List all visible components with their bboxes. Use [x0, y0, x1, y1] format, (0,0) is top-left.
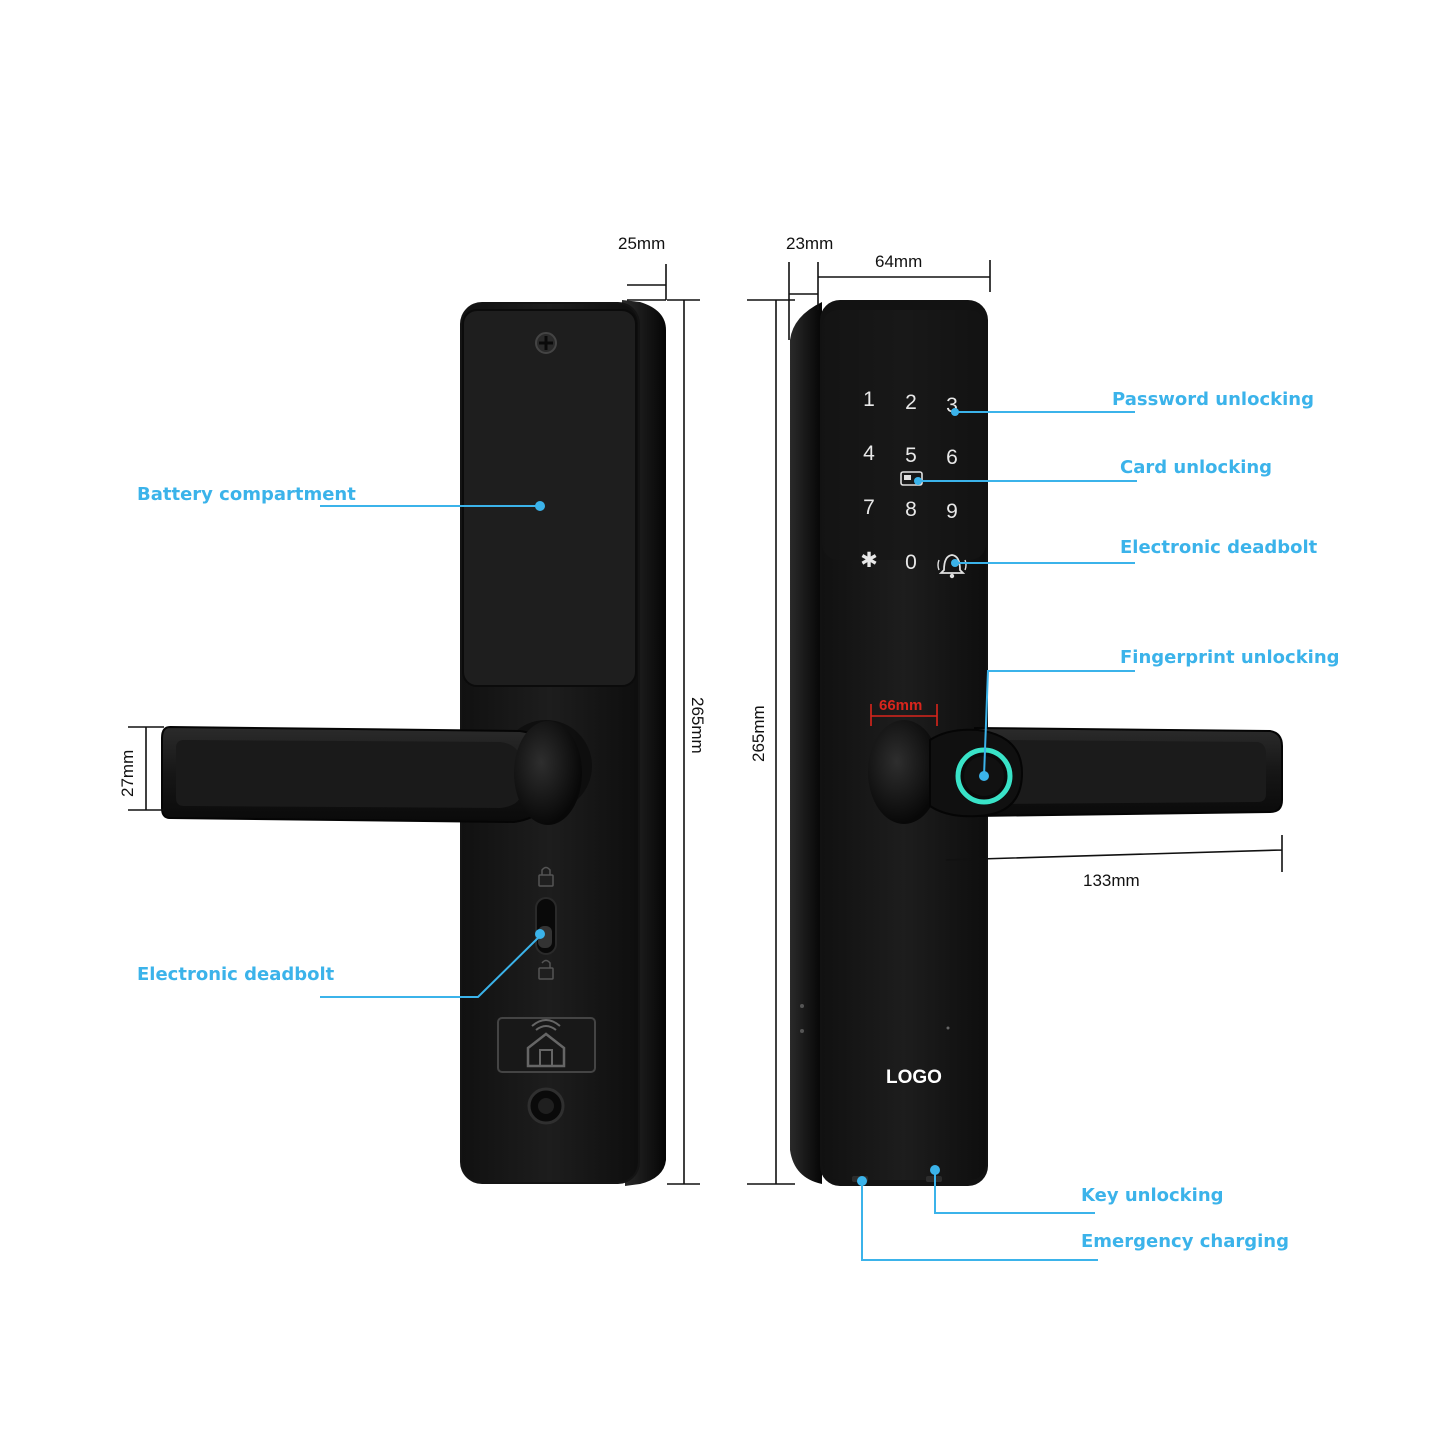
- knob-width-label: 66mm: [879, 697, 923, 714]
- front-handle: [868, 720, 1283, 824]
- callout-card-unlocking: Card unlocking: [1120, 457, 1273, 478]
- home-card-icon: [526, 1019, 566, 1068]
- front-width-label: 64mm: [875, 252, 923, 271]
- brand-logo: LOGO: [886, 1067, 942, 1088]
- lock-open-icon: [538, 959, 554, 980]
- doorbell-icon[interactable]: [937, 554, 967, 579]
- keyhole-icon: [527, 1087, 565, 1125]
- front-depth-label: 23mm: [786, 234, 834, 253]
- keypad-key[interactable]: ✱: [860, 549, 878, 572]
- callout-key-unlocking: Key unlocking: [1081, 1185, 1224, 1206]
- keypad-key[interactable]: 3: [946, 394, 958, 417]
- callout-electronic-deadbolt-back: Electronic deadbolt: [137, 964, 335, 985]
- callout-electronic-deadbolt-front: Electronic deadbolt: [1120, 537, 1318, 558]
- keypad-key[interactable]: 4: [863, 442, 875, 465]
- back-depth-label: 25mm: [618, 234, 666, 253]
- callout-battery-compartment: Battery compartment: [137, 484, 356, 505]
- keypad-key[interactable]: 7: [863, 496, 875, 519]
- callout-fingerprint-unlocking: Fingerprint unlocking: [1120, 647, 1340, 668]
- screw-icon: [535, 332, 557, 354]
- keypad-key[interactable]: 5: [905, 444, 917, 467]
- dimension-lines: [128, 260, 1283, 1185]
- front-height-label: 265mm: [749, 705, 768, 762]
- knob-width-dimension: [870, 704, 938, 726]
- back-handle: [161, 721, 582, 825]
- keypad-key[interactable]: 1: [863, 388, 875, 411]
- battery-cover: [462, 309, 637, 687]
- callout-password-unlocking: Password unlocking: [1112, 389, 1314, 410]
- keypad-key[interactable]: 8: [905, 498, 917, 521]
- callout-dots: [535, 408, 989, 1186]
- keypad-key[interactable]: 2: [905, 391, 917, 414]
- handle-length-label: 133mm: [1083, 871, 1140, 890]
- keypad-key[interactable]: 9: [946, 500, 958, 523]
- lock-closed-icon: [538, 866, 554, 887]
- back-height-label: 265mm: [688, 697, 707, 754]
- callout-emergency-charging: Emergency charging: [1081, 1231, 1289, 1252]
- callout-lines: [320, 411, 1137, 1261]
- card-icon: [900, 471, 923, 486]
- keypad-key[interactable]: 0: [905, 551, 917, 574]
- handle-thickness-label: 27mm: [118, 749, 137, 797]
- keypad: 1 2 3 4 5 6 7 8 9 ✱ 0: [860, 388, 967, 579]
- keypad-key[interactable]: 6: [946, 446, 958, 469]
